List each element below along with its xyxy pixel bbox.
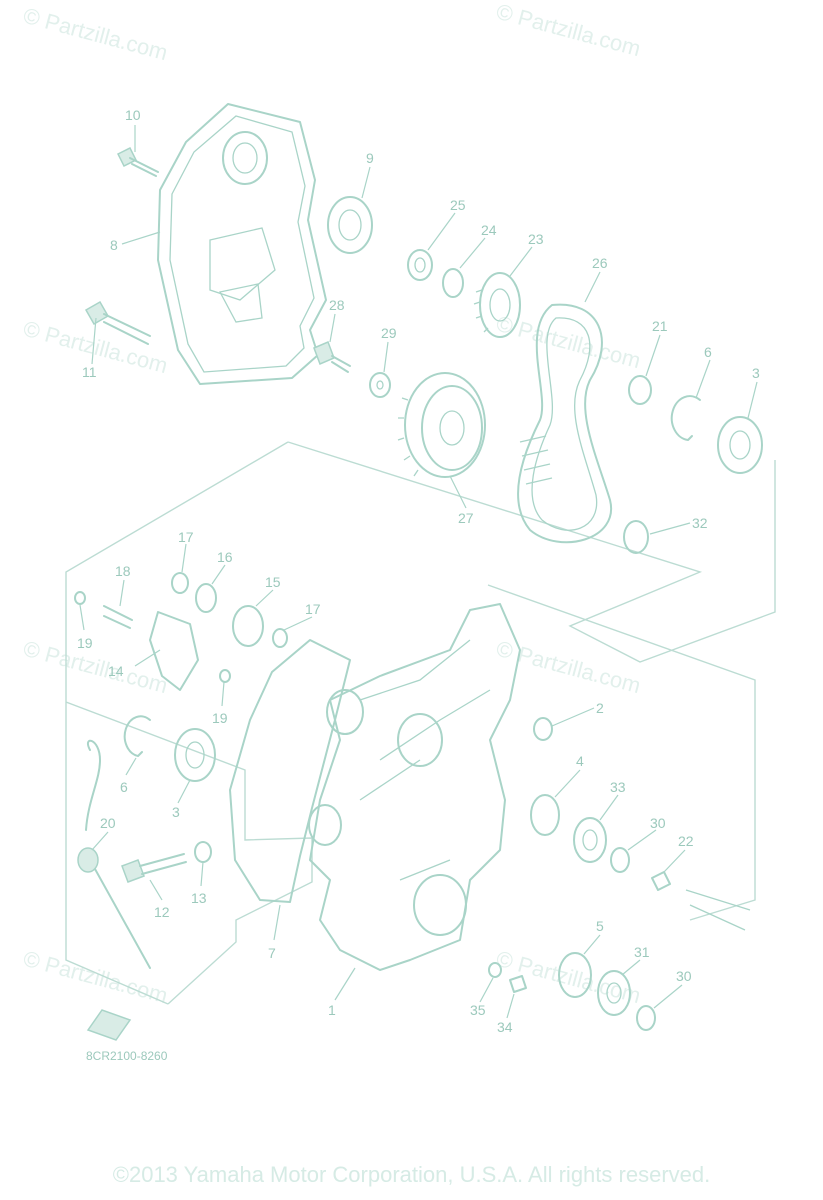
circlip-6-lower	[123, 715, 151, 757]
cap-nut-2	[533, 717, 553, 741]
tensioner-group	[74, 572, 288, 691]
callout-33: 33	[610, 779, 626, 795]
callout-19-right: 19	[212, 710, 228, 726]
callout-3-lower: 3	[172, 804, 180, 820]
callout-21: 21	[652, 318, 668, 334]
callout-24: 24	[481, 222, 497, 238]
shaft-end	[685, 889, 751, 931]
spacer-25	[407, 249, 433, 281]
circlip-30-upper	[610, 847, 630, 873]
watermark-4: © Partzilla.com	[494, 311, 644, 374]
diagram-code: 8CR2100-8260	[86, 1049, 168, 1063]
callout-13: 13	[191, 890, 207, 906]
callout-18: 18	[115, 563, 131, 579]
callout-17-upper: 17	[178, 529, 194, 545]
callout-30-lower: 30	[676, 968, 692, 984]
callout-3-upper: 3	[752, 365, 760, 381]
callout-26: 26	[592, 255, 608, 271]
circlip-6-upper	[670, 395, 701, 441]
callout-30-upper: 30	[650, 815, 666, 831]
watermark-2: © Partzilla.com	[494, 0, 644, 61]
circlip-30-lower	[636, 1005, 656, 1031]
washer-35	[488, 962, 502, 978]
callout-35: 35	[470, 1002, 486, 1018]
washer-24	[442, 268, 464, 298]
sprocket-23	[473, 272, 521, 338]
callout-1: 1	[328, 1002, 336, 1018]
callout-31: 31	[634, 944, 650, 960]
dipstick-20	[77, 739, 151, 969]
callout-25: 25	[450, 197, 466, 213]
callout-17-lower: 17	[305, 601, 321, 617]
callout-29: 29	[381, 325, 397, 341]
bolt-10	[116, 146, 159, 177]
gasket-7	[229, 639, 351, 903]
watermark-1: © Partzilla.com	[21, 3, 171, 66]
bolt-11	[84, 300, 151, 345]
bearing-33	[573, 817, 607, 863]
callout-11: 11	[82, 364, 97, 380]
screw-34	[509, 975, 527, 993]
bolt-28	[313, 341, 351, 373]
callout-9: 9	[366, 150, 374, 166]
seal-32	[623, 520, 649, 554]
seal-4	[530, 794, 560, 836]
callout-4: 4	[576, 753, 584, 769]
watermark-7: © Partzilla.com	[21, 946, 171, 1009]
callout-34: 34	[497, 1019, 513, 1035]
sprocket-27	[397, 372, 486, 478]
callout-8: 8	[110, 237, 118, 253]
callout-labels: 10 8 9 11 25 24 23 26 28 29 21 6 3 27 32…	[77, 107, 760, 1035]
copyright-notice: ©2013 Yamaha Motor Corporation, U.S.A. A…	[112, 1162, 711, 1187]
callout-2: 2	[596, 700, 604, 716]
callout-22: 22	[678, 833, 694, 849]
callout-6-upper: 6	[704, 344, 712, 360]
callout-15: 15	[265, 574, 281, 590]
seal-5	[558, 952, 592, 998]
callout-28: 28	[329, 297, 345, 313]
cap-22	[651, 871, 671, 891]
callout-16: 16	[217, 549, 233, 565]
leader-lines	[79, 125, 758, 1019]
watermark-5: © Partzilla.com	[21, 636, 171, 699]
drive-chain-26	[517, 303, 613, 544]
callout-32: 32	[692, 515, 708, 531]
callout-14: 14	[108, 663, 124, 679]
bearing-31	[597, 970, 631, 1016]
callout-12: 12	[154, 904, 170, 920]
bolt-12	[121, 853, 187, 883]
assembly-boundary	[65, 441, 776, 1005]
callout-6-lower: 6	[120, 779, 128, 795]
chain-case-cover	[157, 103, 327, 385]
bearing-9	[327, 196, 373, 254]
seal-21	[628, 375, 652, 405]
washer-29	[369, 372, 391, 398]
collar-13	[194, 841, 212, 863]
callout-20: 20	[100, 815, 116, 831]
bearing-3-lower	[174, 728, 216, 782]
callout-19-left: 19	[77, 635, 93, 651]
watermarks: © Partzilla.com © Partzilla.com © Partzi…	[21, 0, 644, 1008]
bearing-3-upper	[717, 416, 763, 474]
callout-23: 23	[528, 231, 544, 247]
chain-case-1	[308, 603, 521, 971]
callout-10: 10	[125, 107, 141, 123]
callout-5: 5	[596, 918, 604, 934]
callout-7: 7	[268, 945, 276, 961]
front-arrow-icon	[86, 1009, 132, 1041]
callout-27: 27	[458, 510, 474, 526]
